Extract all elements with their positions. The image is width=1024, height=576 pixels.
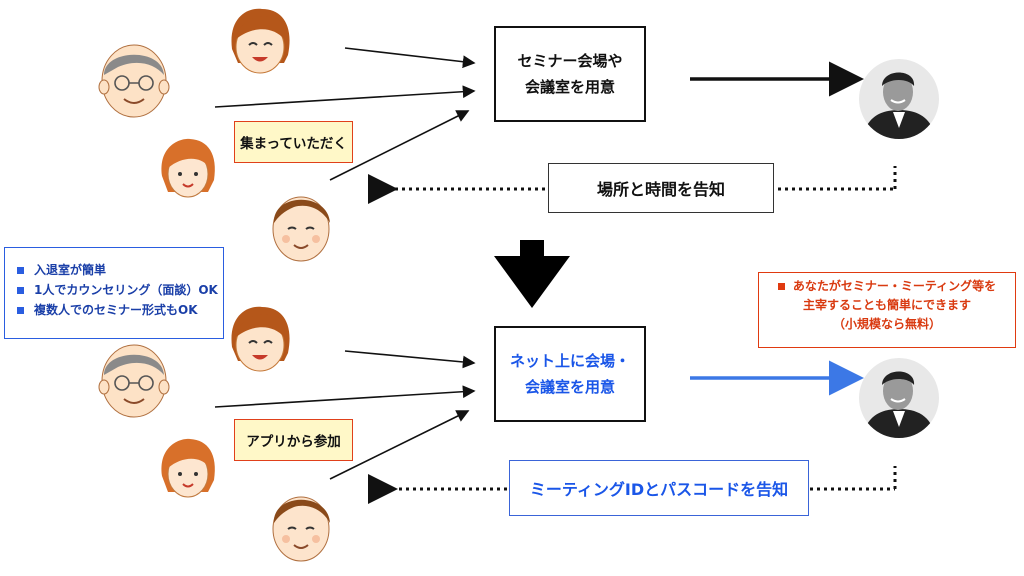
host-photo-icon	[859, 59, 939, 139]
venue-online-line-2: 会議室を用意	[524, 378, 615, 396]
venue-line-1: セミナー会場や	[517, 52, 623, 70]
bullet-icon	[777, 283, 785, 290]
girl-icon	[161, 138, 215, 210]
venue-online-line-1: ネット上に会場・	[509, 352, 630, 370]
boy-icon	[272, 496, 330, 562]
bullet-icon	[17, 306, 24, 314]
app-tag: アプリから参加	[234, 419, 353, 461]
arrow-boy2-to-venue	[329, 410, 470, 480]
host-note-box: あなたがセミナー・ミーティング等を 主宰することも簡単にできます （小規模なら無…	[758, 272, 1016, 348]
note-line-1: あなたがセミナー・ミーティング等を	[759, 277, 1015, 296]
boy-icon	[272, 196, 330, 262]
gather-tag-label: 集まっていただく	[240, 136, 347, 152]
venue-box-physical: セミナー会場や 会議室を用意	[494, 26, 646, 122]
arrow-man-to-venue	[214, 85, 476, 108]
older-man-icon	[98, 344, 170, 418]
older-man-icon	[98, 44, 170, 118]
bullet-icon	[17, 266, 24, 274]
arrow-woman2-to-venue	[344, 350, 476, 369]
feature-item: 1人でカウンセリング（面談）OK	[17, 280, 223, 300]
host-photo-icon	[859, 358, 939, 438]
woman-icon	[231, 8, 290, 85]
arrow-woman-to-venue	[344, 47, 476, 69]
venue-box-online: ネット上に会場・ 会議室を用意	[494, 326, 646, 422]
announce-box-physical: 場所と時間を告知	[548, 163, 774, 213]
note-line-2: 主宰することも簡単にできます	[802, 298, 971, 312]
app-tag-label: アプリから参加	[246, 434, 341, 450]
bullet-icon	[17, 286, 24, 294]
announce-label: 場所と時間を告知	[596, 180, 725, 199]
arrow-man2-to-venue	[214, 385, 476, 408]
feature-item: 複数人でのセミナー形式もOK	[17, 300, 223, 320]
features-box: 入退室が簡単 1人でカウンセリング（面談）OK 複数人でのセミナー形式もOK	[4, 247, 224, 339]
woman-icon	[231, 306, 290, 383]
announce-online-label: ミーティングIDとパスコードを告知	[529, 480, 789, 499]
note-line-3: （小規模なら無料）	[832, 317, 941, 331]
announce-box-online: ミーティングIDとパスコードを告知	[509, 460, 809, 516]
feature-item: 入退室が簡単	[17, 260, 223, 280]
arrow-boy-to-venue	[329, 110, 470, 181]
girl-icon	[161, 438, 215, 510]
gather-tag: 集まっていただく	[234, 121, 353, 163]
down-arrow-icon	[494, 240, 570, 308]
venue-line-2: 会議室を用意	[524, 78, 615, 96]
